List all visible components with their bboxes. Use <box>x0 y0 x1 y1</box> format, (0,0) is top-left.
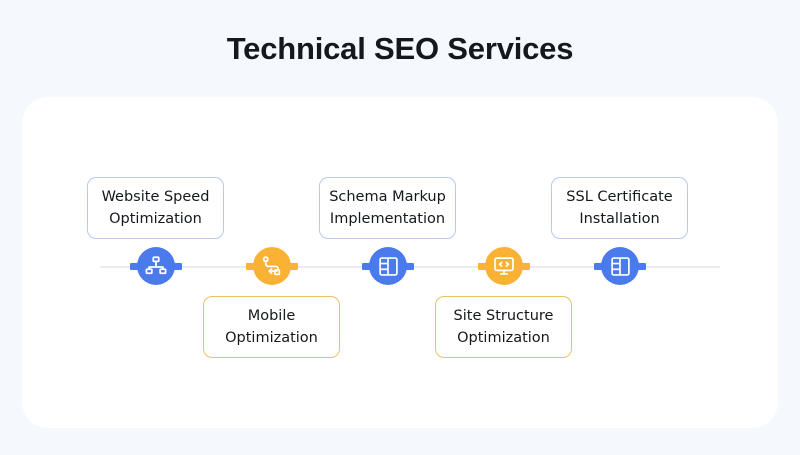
step-card-1[interactable]: Website Speed Optimization <box>87 177 224 239</box>
monitor-code-icon <box>493 255 515 277</box>
step-card-label: SSL Certificate Installation <box>566 188 673 227</box>
timeline-node-3[interactable] <box>369 247 407 285</box>
step-card-label: Mobile Optimization <box>225 307 318 346</box>
layout-grid-icon <box>610 256 631 277</box>
timeline-node-1[interactable] <box>137 247 175 285</box>
timeline-node-2[interactable] <box>253 247 291 285</box>
step-card-label: Site Structure Optimization <box>453 307 554 346</box>
step-card-label: Website Speed Optimization <box>101 188 210 227</box>
sitemap-icon <box>145 255 167 277</box>
route-icon <box>261 255 283 277</box>
timeline-node-4[interactable] <box>485 247 523 285</box>
step-card-5[interactable]: SSL Certificate Installation <box>551 177 688 239</box>
step-card-label: Schema Markup Implementation <box>329 188 446 227</box>
layout-grid-icon <box>378 256 399 277</box>
step-card-3[interactable]: Schema Markup Implementation <box>319 177 456 239</box>
step-card-2[interactable]: Mobile Optimization <box>203 296 340 358</box>
step-card-4[interactable]: Site Structure Optimization <box>435 296 572 358</box>
page-title: Technical SEO Services <box>226 31 574 66</box>
timeline-node-5[interactable] <box>601 247 639 285</box>
